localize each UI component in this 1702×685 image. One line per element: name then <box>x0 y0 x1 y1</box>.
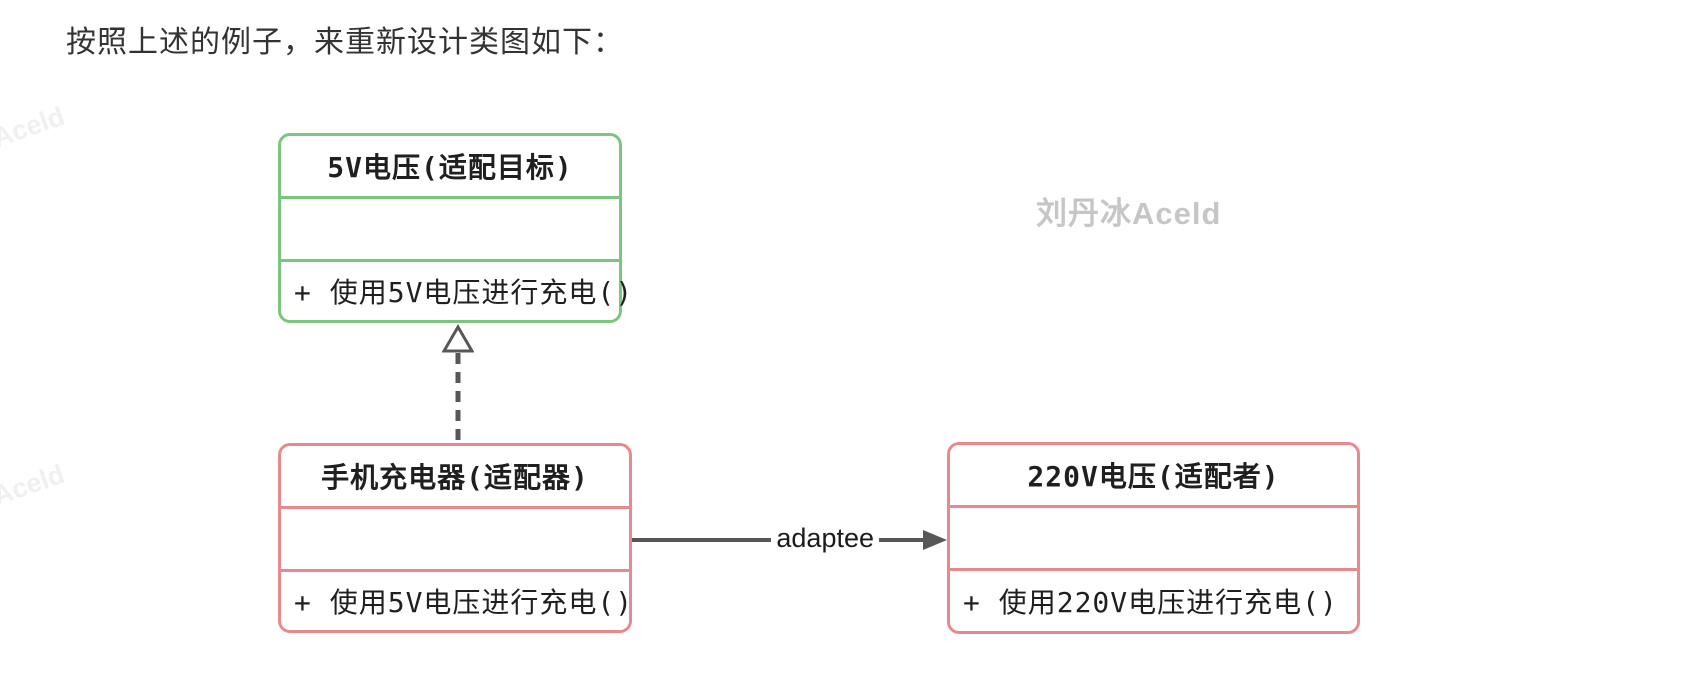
association-label: adaptee <box>776 522 874 553</box>
association-connector: adaptee <box>632 519 947 561</box>
class-title-adaptee: 220V电压(适配者) <box>1027 460 1280 493</box>
class-title-target: 5V电压(适配目标) <box>327 151 573 184</box>
class-attributes-adapter <box>281 506 629 572</box>
realization-connector <box>442 324 474 443</box>
class-attributes-target <box>281 196 619 262</box>
class-title-adapter: 手机充电器(适配器) <box>321 461 589 494</box>
uml-class-adaptee: 220V电压(适配者) + 使用220V电压进行充电() <box>947 442 1360 634</box>
uml-class-target: 5V电压(适配目标) + 使用5V电压进行充电() <box>278 133 634 323</box>
watermark-corner-top: Aceld <box>0 100 69 154</box>
class-method-target: + 使用5V电压进行充电() <box>294 276 634 309</box>
watermark-center: 刘丹冰Aceld <box>1036 196 1222 231</box>
association-line <box>632 538 772 542</box>
hollow-triangle-arrowhead-icon <box>442 324 474 353</box>
watermark-corner-mid: Aceld <box>0 458 69 512</box>
class-method-adaptee: + 使用220V电压进行充电() <box>963 586 1338 619</box>
class-attributes-adaptee <box>950 505 1357 571</box>
uml-class-adapter: 手机充电器(适配器) + 使用5V电压进行充电() <box>278 443 632 633</box>
class-method-adapter: + 使用5V电压进行充电() <box>294 586 634 619</box>
association-line <box>879 538 923 542</box>
filled-arrowhead-icon <box>923 530 947 550</box>
page-title: 按照上述的例子，来重新设计类图如下： <box>66 26 624 59</box>
